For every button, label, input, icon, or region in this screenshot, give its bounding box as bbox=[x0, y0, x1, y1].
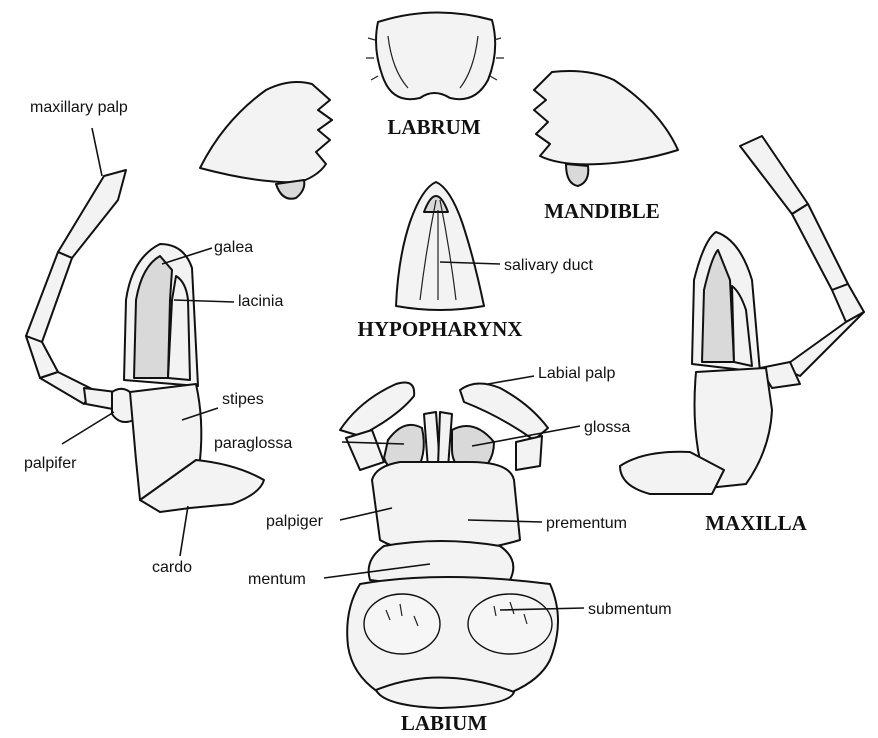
galea-label: galea bbox=[214, 239, 253, 256]
labial-palp-label: Labial palp bbox=[538, 365, 616, 382]
right-mandible-figure bbox=[534, 71, 678, 186]
stipes-label: stipes bbox=[222, 391, 264, 408]
glossa-label: glossa bbox=[584, 419, 630, 436]
palpiger-label: palpiger bbox=[266, 513, 324, 530]
labium-figure bbox=[340, 383, 558, 709]
left-mandible-figure bbox=[200, 82, 332, 199]
labrum-title: LABRUM bbox=[387, 115, 481, 139]
paraglossa-label: paraglossa bbox=[214, 435, 292, 452]
right-maxilla-figure bbox=[620, 136, 864, 494]
lacinia-label: lacinia bbox=[238, 293, 283, 310]
cardo-label: cardo bbox=[152, 559, 192, 576]
hypopharynx-figure bbox=[396, 182, 484, 310]
prementum-label: prementum bbox=[546, 515, 627, 532]
mandible-title: MANDIBLE bbox=[544, 199, 660, 223]
submentum-label: submentum bbox=[588, 601, 672, 618]
palpifer-label: palpifer bbox=[24, 455, 77, 472]
maxilla-title: MAXILLA bbox=[705, 511, 807, 535]
mentum-label: mentum bbox=[248, 571, 306, 588]
labium-title: LABIUM bbox=[401, 711, 488, 735]
maxillary-palp-label: maxillary palp bbox=[30, 99, 128, 116]
labrum-figure bbox=[366, 12, 504, 99]
hypopharynx-title: HYPOPHARYNX bbox=[358, 317, 523, 341]
salivary-duct-label: salivary duct bbox=[504, 257, 593, 274]
